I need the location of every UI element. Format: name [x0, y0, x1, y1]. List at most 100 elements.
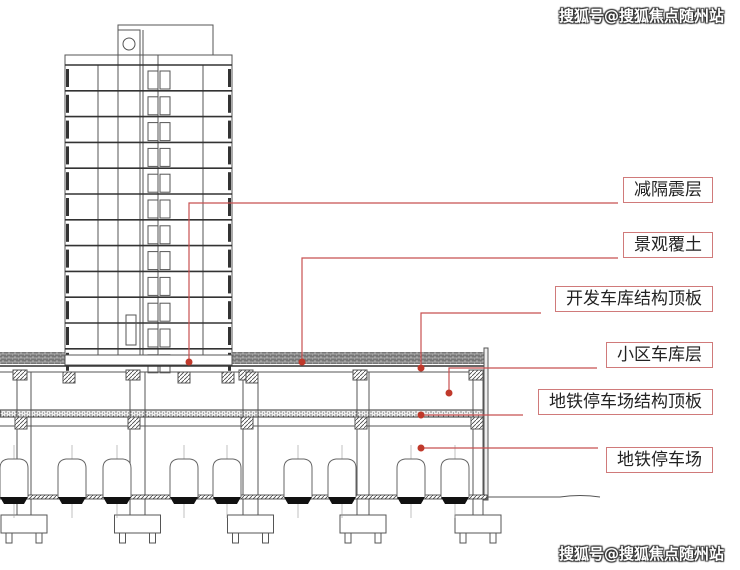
door [147, 96, 159, 116]
door [147, 122, 159, 142]
marker-dot-landscape [298, 358, 306, 366]
window [66, 94, 69, 113]
leader-line-garage-roof [420, 312, 541, 368]
metro-train [57, 458, 87, 497]
door [147, 70, 159, 90]
beam-haunch [127, 416, 141, 430]
elevator-shaft [117, 29, 141, 356]
door [159, 70, 171, 90]
metro-train [169, 458, 199, 497]
column-capital [352, 369, 368, 381]
door [147, 225, 159, 245]
marker-dot-isolation [185, 358, 193, 366]
beam-haunch [354, 416, 368, 430]
watermark-bottom: 搜狐号@搜狐焦点随州站 [558, 545, 724, 563]
label-garage-roof-slab: 开发车库结构顶板 [555, 286, 713, 312]
metro-train [102, 458, 132, 497]
window [66, 249, 69, 268]
marker-dot-depot [417, 444, 425, 452]
column-capital [177, 371, 191, 384]
leader-line-isolation [188, 202, 618, 362]
window [228, 223, 231, 242]
beam-haunch [14, 416, 28, 430]
window [228, 120, 231, 139]
door [159, 302, 171, 322]
door [159, 122, 171, 142]
marker-dot-depot-roof [417, 411, 425, 419]
isolation-layer [64, 354, 233, 366]
column-capital [468, 369, 484, 381]
column-capital [62, 371, 76, 384]
window [66, 198, 69, 216]
window [66, 223, 69, 242]
pile [35, 532, 43, 544]
window [228, 146, 231, 165]
train-bogie [441, 497, 469, 504]
window [66, 172, 69, 191]
pile [489, 532, 497, 544]
door [159, 147, 171, 167]
leader-line-landscape [301, 257, 618, 362]
pile [119, 532, 126, 544]
pile [149, 532, 156, 544]
window [66, 69, 69, 87]
train-bogie [284, 497, 312, 504]
window [228, 172, 231, 191]
column-capital [125, 369, 141, 381]
marker-dot-garage-roof [417, 364, 425, 372]
metro-train [327, 458, 357, 497]
window [66, 327, 69, 345]
door [159, 251, 171, 271]
door [147, 147, 159, 167]
door [159, 225, 171, 245]
watermark-top: 搜狐号@搜狐焦点随州站 [558, 7, 724, 25]
window [228, 275, 231, 294]
metro-train [283, 458, 313, 497]
pile [262, 532, 269, 544]
label-depot-roof-slab: 地铁停车场结构顶板 [538, 389, 713, 415]
pile [459, 532, 467, 544]
train-bogie [170, 497, 198, 504]
train-bogie [213, 497, 241, 504]
door [147, 328, 159, 348]
pile [232, 532, 239, 544]
door [159, 173, 171, 193]
landscape-soil [0, 352, 65, 364]
door [147, 276, 159, 296]
window [66, 146, 69, 165]
window [66, 301, 69, 320]
marker-dot-garage [445, 389, 453, 397]
beam-haunch [240, 416, 254, 430]
metro-train [396, 458, 426, 497]
train-bogie [0, 497, 28, 504]
door [159, 276, 171, 296]
column-capital [245, 371, 259, 384]
pile-cap [227, 514, 274, 534]
door [147, 173, 159, 193]
pile [5, 532, 13, 544]
train-bogie [103, 497, 131, 504]
elevator-car [125, 314, 137, 346]
window [228, 69, 231, 87]
window [228, 198, 231, 216]
track-extension [487, 495, 601, 498]
pile-cap [114, 514, 161, 534]
label-metro-depot: 地铁停车场 [606, 447, 713, 473]
landscape-soil [232, 352, 487, 364]
metro-train [440, 458, 470, 497]
window [228, 249, 231, 268]
label-landscape-soil: 景观覆土 [623, 232, 713, 258]
door [147, 302, 159, 322]
door [147, 251, 159, 271]
window [66, 275, 69, 294]
elevator-sheave [122, 37, 136, 51]
window [66, 120, 69, 139]
metro-train [212, 458, 242, 497]
metro-train [0, 458, 29, 497]
retaining-wall [483, 347, 489, 501]
train-bogie [397, 497, 425, 504]
column-capital [12, 369, 28, 381]
train-bogie [328, 497, 356, 504]
